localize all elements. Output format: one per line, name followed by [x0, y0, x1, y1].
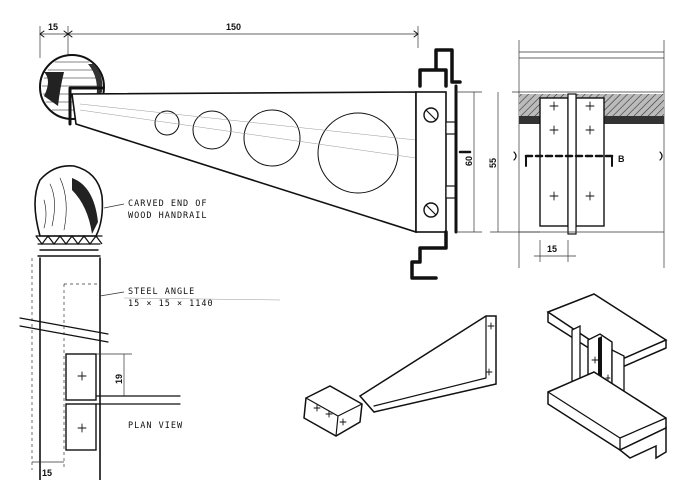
section-detail: B 55 15	[488, 40, 665, 268]
iso-bracket	[303, 315, 497, 437]
dim-plan-bottom: 15	[42, 468, 52, 478]
dim-rail-overhang: 15	[48, 22, 58, 32]
iso-section	[546, 293, 668, 460]
top-dimension: 15 150	[39, 22, 419, 92]
label-carved-end-2: WOOD HANDRAIL	[128, 211, 208, 221]
label-plan-view: PLAN VIEW	[128, 421, 183, 431]
bolt-lower	[423, 185, 457, 218]
label-steel-angle-2: 15 × 15 × 1140	[128, 299, 214, 309]
label-steel-angle-1: STEEL ANGLE	[128, 287, 195, 297]
dim-plan-offset: 19	[114, 374, 124, 384]
dim-section-width: 15	[547, 244, 557, 254]
dim-bracket-length: 150	[226, 22, 241, 32]
section-marker-b: B	[618, 154, 625, 164]
dim-section-height: 55	[488, 158, 498, 168]
dim-bracket-height: 60	[464, 156, 474, 166]
annotations: CARVED END OF WOOD HANDRAIL STEEL ANGLE …	[99, 199, 281, 431]
carved-post: 19 15	[19, 164, 181, 480]
bracket-elevation: 60	[39, 48, 482, 280]
label-carved-end-1: CARVED END OF	[128, 199, 208, 209]
